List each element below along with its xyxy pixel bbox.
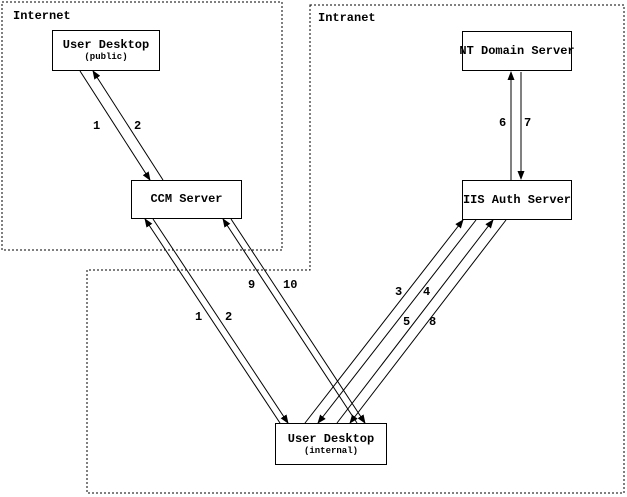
edge-e5-arrow xyxy=(336,219,494,424)
node-user-desktop-internal-label: User Desktop xyxy=(287,431,375,446)
edge-e7-label: 7 xyxy=(524,116,532,130)
node-user-desktop-internal: User Desktop (internal) xyxy=(275,423,387,465)
edge-e10-arrow xyxy=(230,218,366,424)
node-user-desktop-public: User Desktop (public) xyxy=(52,30,160,71)
edge-int-2-label: 2 xyxy=(225,310,233,324)
edge-int-1-label: 1 xyxy=(195,310,203,324)
internet-zone-label: Internet xyxy=(13,9,71,23)
edge-pub-2-label: 2 xyxy=(134,119,142,133)
node-ccm-server: CCM Server xyxy=(131,180,242,219)
edge-e3-label: 3 xyxy=(395,285,403,299)
edge-int-2-arrow xyxy=(152,218,289,424)
edges-group xyxy=(79,70,525,424)
edge-e8-arrow xyxy=(349,219,507,424)
edge-e5-label: 5 xyxy=(403,315,411,329)
edge-e9-arrow xyxy=(222,218,358,424)
node-nt-domain-server: NT Domain Server xyxy=(459,31,575,71)
intranet-zone-label: Intranet xyxy=(318,11,376,25)
internet-zone-border xyxy=(1,1,283,251)
node-iis-auth-server: IIS Auth Server xyxy=(462,180,572,220)
node-nt-domain-server-label: NT Domain Server xyxy=(459,43,575,58)
edge-e4-label: 4 xyxy=(423,285,431,299)
edge-e6-label: 6 xyxy=(499,116,507,130)
node-iis-auth-server-label: IIS Auth Server xyxy=(462,192,572,207)
node-user-desktop-public-sublabel: (public) xyxy=(84,52,128,62)
edge-pub-2-arrow xyxy=(92,70,164,181)
intranet-zone-border xyxy=(86,4,625,494)
edge-e8-label: 8 xyxy=(429,315,437,329)
edge-int-1-arrow xyxy=(144,218,281,424)
node-user-desktop-public-label: User Desktop xyxy=(62,38,150,52)
edge-e3-arrow xyxy=(304,219,464,424)
node-ccm-server-label: CCM Server xyxy=(150,192,223,206)
edge-pub-1-label: 1 xyxy=(93,119,101,133)
edge-e10-label: 10 xyxy=(283,278,298,292)
edge-e4-arrow xyxy=(317,219,477,424)
node-user-desktop-internal-sublabel: (internal) xyxy=(303,445,358,456)
edge-pub-1-arrow xyxy=(79,70,151,181)
edge-e9-label: 9 xyxy=(248,278,256,292)
